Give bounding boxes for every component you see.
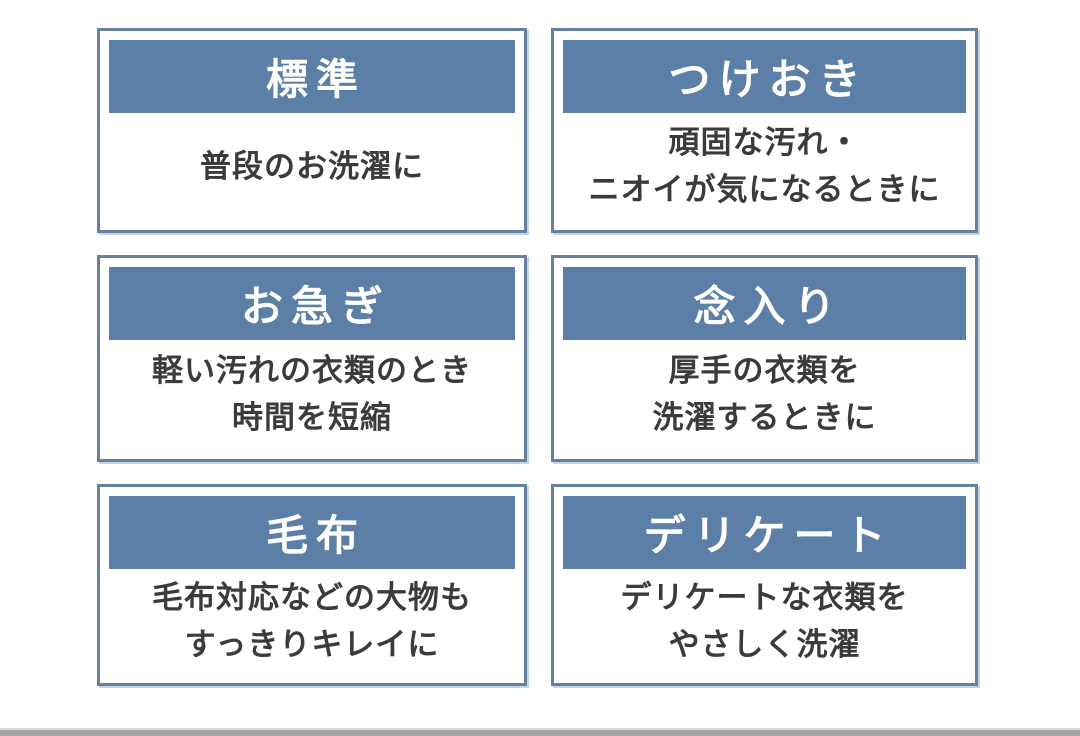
course-description: 厚手の衣類を 洗濯するときに <box>563 340 966 450</box>
course-description: 毛布対応などの大物も すっきりキレイに <box>109 569 515 674</box>
description-line: 厚手の衣類を <box>668 353 861 389</box>
course-title: 毛布 <box>265 511 366 560</box>
course-description: 頑固な汚れ・ ニオイが気になるときに <box>563 113 966 221</box>
course-card-delicate: デリケート デリケートな衣類を やさしく洗濯 <box>551 484 978 686</box>
course-card-soak: つけおき 頑固な汚れ・ ニオイが気になるときに <box>551 28 978 233</box>
course-description: 普段のお洗濯に <box>109 113 515 221</box>
description-line: 毛布対応などの大物も <box>152 579 472 616</box>
description-line: デリケートな衣類を <box>620 579 909 616</box>
course-description: 軽い汚れの衣類のとき 時間を短縮 <box>109 340 515 450</box>
description-line: ニオイが気になるときに <box>588 172 941 208</box>
description-line: 軽い汚れの衣類のとき <box>152 353 472 389</box>
course-title-bar: つけおき <box>563 40 966 113</box>
course-title: 標準 <box>265 55 366 104</box>
course-card-standard: 標準 普段のお洗濯に <box>97 28 527 233</box>
course-title-bar: 念入り <box>563 267 966 340</box>
description-line: すっきりキレイに <box>184 626 440 663</box>
window-bottom-edge <box>0 728 1080 736</box>
course-card-thorough: 念入り 厚手の衣類を 洗濯するときに <box>551 255 978 462</box>
course-description: デリケートな衣類を やさしく洗濯 <box>563 569 966 674</box>
wash-course-grid: 標準 普段のお洗濯に つけおき 頑固な汚れ・ ニオイが気になるときに お急ぎ 軽… <box>97 28 978 686</box>
course-title: お急ぎ <box>240 282 391 331</box>
description-line: 普段のお洗濯に <box>200 148 424 185</box>
course-title: デリケート <box>643 511 894 560</box>
description-line: 頑固な汚れ・ <box>668 125 861 161</box>
description-line: やさしく洗濯 <box>668 626 861 663</box>
course-title: 念入り <box>693 282 844 331</box>
course-card-blanket: 毛布 毛布対応などの大物も すっきりキレイに <box>97 484 527 686</box>
course-card-quick: お急ぎ 軽い汚れの衣類のとき 時間を短縮 <box>97 255 527 462</box>
description-line: 時間を短縮 <box>232 400 392 436</box>
course-title: つけおき <box>668 55 869 104</box>
course-title-bar: 毛布 <box>109 496 515 569</box>
description-line: 洗濯するときに <box>652 400 877 436</box>
course-title-bar: 標準 <box>109 40 515 113</box>
course-title-bar: お急ぎ <box>109 267 515 340</box>
course-title-bar: デリケート <box>563 496 966 569</box>
